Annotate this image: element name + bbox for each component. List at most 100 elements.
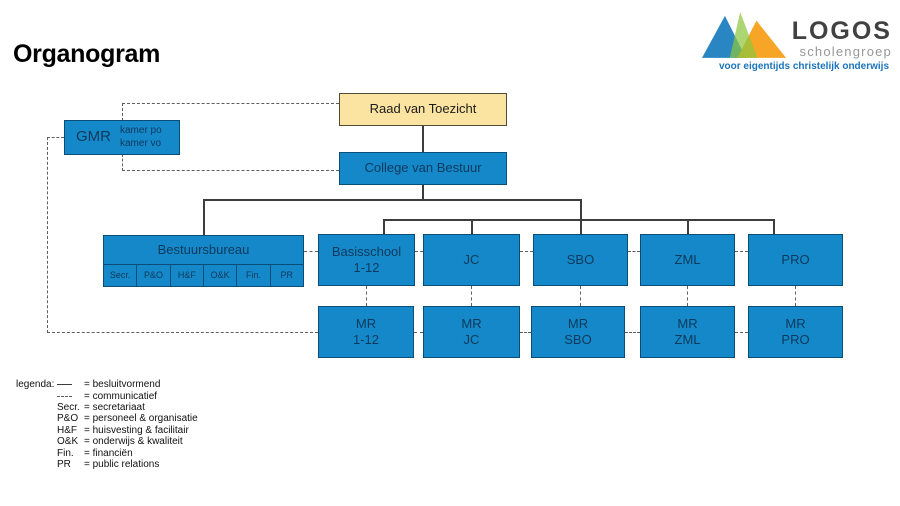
- node-school-zml: ZML: [640, 234, 735, 286]
- legend: legenda: = besluitvormend = communicatie…: [16, 379, 198, 470]
- node-mr-sbo: MR SBO: [531, 306, 625, 358]
- node-label: Raad van Toezicht: [369, 101, 477, 117]
- page-title: Organogram: [13, 40, 161, 68]
- node-label-line2: PRO: [781, 332, 810, 347]
- node-label-line2: SBO: [564, 332, 592, 347]
- node-label-line1: MR: [567, 315, 589, 331]
- connector-dashed-line: [366, 286, 367, 306]
- node-label-line1: MR: [677, 315, 698, 331]
- dept-cell-hf: H&F: [169, 265, 203, 286]
- connector-dashed-line: [471, 286, 472, 306]
- node-label-line1: MR: [785, 315, 806, 331]
- connector-dashed-line: [625, 332, 640, 333]
- node-label-line2: 1-12: [353, 260, 380, 275]
- legend-abbr: P&O: [57, 413, 79, 425]
- dept-cell-ok: O&K: [202, 265, 236, 286]
- node-school-pro: PRO: [748, 234, 843, 286]
- node-label-line2: JC: [463, 332, 480, 347]
- connector-dashed-line: [628, 251, 640, 252]
- logos-logo: LOGOS scholengroep voor eigentijds chris…: [701, 12, 892, 72]
- gmr-room-po: kamer po: [120, 125, 162, 136]
- connector-solid-line: [203, 199, 205, 236]
- legend-def: = besluitvormend: [84, 379, 161, 391]
- gmr-room-vo: kamer vo: [120, 137, 162, 149]
- legend-def: = secretariaat: [84, 401, 145, 413]
- node-mr-zml: MR ZML: [640, 306, 735, 358]
- dept-cell-fin: Fin.: [236, 265, 269, 286]
- connector-dashed-line: [414, 332, 423, 333]
- logo-mark-icon: [701, 12, 786, 58]
- connector-dashed-line: [304, 251, 318, 252]
- dept-cell-secr: Secr.: [109, 269, 131, 280]
- connector-solid-line: [773, 219, 775, 235]
- node-school-jc: JC: [423, 234, 520, 286]
- node-gmr: GMR kamer po kamer vo: [64, 120, 180, 155]
- solid-line-icon: [57, 384, 72, 386]
- legend-symbol: [57, 384, 84, 386]
- node-school-basisschool: Basisschool 1-12: [318, 234, 415, 286]
- gmr-rooms: kamer po kamer vo: [120, 125, 162, 150]
- legend-abbr: O&K: [57, 436, 79, 448]
- legend-abbr: PR: [57, 458, 71, 470]
- legend-row: O&K = onderwijs & kwaliteit: [16, 436, 198, 447]
- node-label: Bestuursbureau: [157, 241, 250, 257]
- connector-dashed-line: [47, 137, 48, 333]
- legend-abbr: Secr.: [57, 401, 80, 413]
- node-label-line1: Basisschool: [331, 243, 402, 259]
- legend-symbol: [57, 395, 84, 397]
- connector-solid-line: [422, 126, 424, 152]
- legend-def: = onderwijs & kwaliteit: [84, 436, 183, 448]
- connector-dashed-line: [520, 251, 533, 252]
- connector-solid-line: [687, 219, 689, 235]
- node-label-line1: ZML: [674, 251, 701, 267]
- legend-row: Secr. = secretariaat: [16, 402, 198, 413]
- gmr-label: GMR: [76, 128, 111, 146]
- connector-solid-line: [471, 219, 473, 235]
- node-label-line1: MR: [355, 315, 377, 331]
- logo-tagline: voor eigentijds christelijk onderwijs: [718, 61, 890, 72]
- logo-subtitle: scholengroep: [799, 44, 892, 59]
- connector-solid-line: [383, 219, 385, 235]
- legend-row: H&F = huisvesting & facilitair: [16, 425, 198, 436]
- node-label-line1: SBO: [566, 251, 595, 267]
- connector-dashed-line: [735, 251, 748, 252]
- node-label-line2: ZML: [674, 332, 701, 347]
- connector-dashed-line: [122, 103, 123, 121]
- connector-dashed-line: [122, 154, 123, 171]
- node-raad-van-toezicht: Raad van Toezicht: [339, 93, 507, 126]
- legend-row-solid: legenda: = besluitvormend: [16, 379, 198, 390]
- connector-dashed-line: [47, 332, 318, 333]
- connector-dashed-line: [735, 332, 748, 333]
- node-label-line1: PRO: [781, 251, 810, 267]
- connector-dashed-line: [122, 103, 339, 104]
- logo-text: LOGOS scholengroep: [791, 17, 892, 59]
- legend-row: P&O = personeel & organisatie: [16, 413, 198, 424]
- legend-row: Fin. = financiën: [16, 447, 198, 459]
- connector-solid-line: [203, 199, 581, 201]
- logo-name: LOGOS: [791, 17, 892, 45]
- connector-dashed-line: [580, 286, 581, 306]
- legend-def: = communicatief: [84, 390, 158, 402]
- legend-abbr: Fin.: [57, 447, 74, 459]
- connector-dashed-line: [122, 170, 339, 171]
- node-mr-pro: MR PRO: [748, 306, 843, 358]
- node-mr-1-12: MR 1-12: [318, 306, 414, 358]
- node-bestuursbureau: Bestuursbureau Secr. P&O H&F O&K Fin. PR: [103, 235, 304, 287]
- node-school-sbo: SBO: [533, 234, 628, 286]
- node-label-line2: 1-12: [352, 332, 380, 347]
- connector-dashed-line: [47, 137, 64, 138]
- legend-def: = financiën: [84, 447, 133, 459]
- legend-abbr: H&F: [57, 424, 77, 436]
- dept-cell-pr: PR: [269, 265, 303, 286]
- node-mr-jc: MR JC: [423, 306, 520, 358]
- connector-dashed-line: [795, 286, 796, 306]
- legend-row-dashed: = communicatief: [16, 390, 198, 402]
- dashed-line-icon: [57, 395, 72, 397]
- node-college-van-bestuur: College van Bestuur: [339, 152, 507, 185]
- connector-solid-line: [580, 199, 582, 235]
- node-label-line1: MR: [461, 315, 482, 331]
- bureau-departments: Secr. P&O H&F O&K Fin. PR: [104, 264, 303, 286]
- node-label-line1: JC: [463, 251, 480, 267]
- connector-solid-line: [383, 219, 774, 221]
